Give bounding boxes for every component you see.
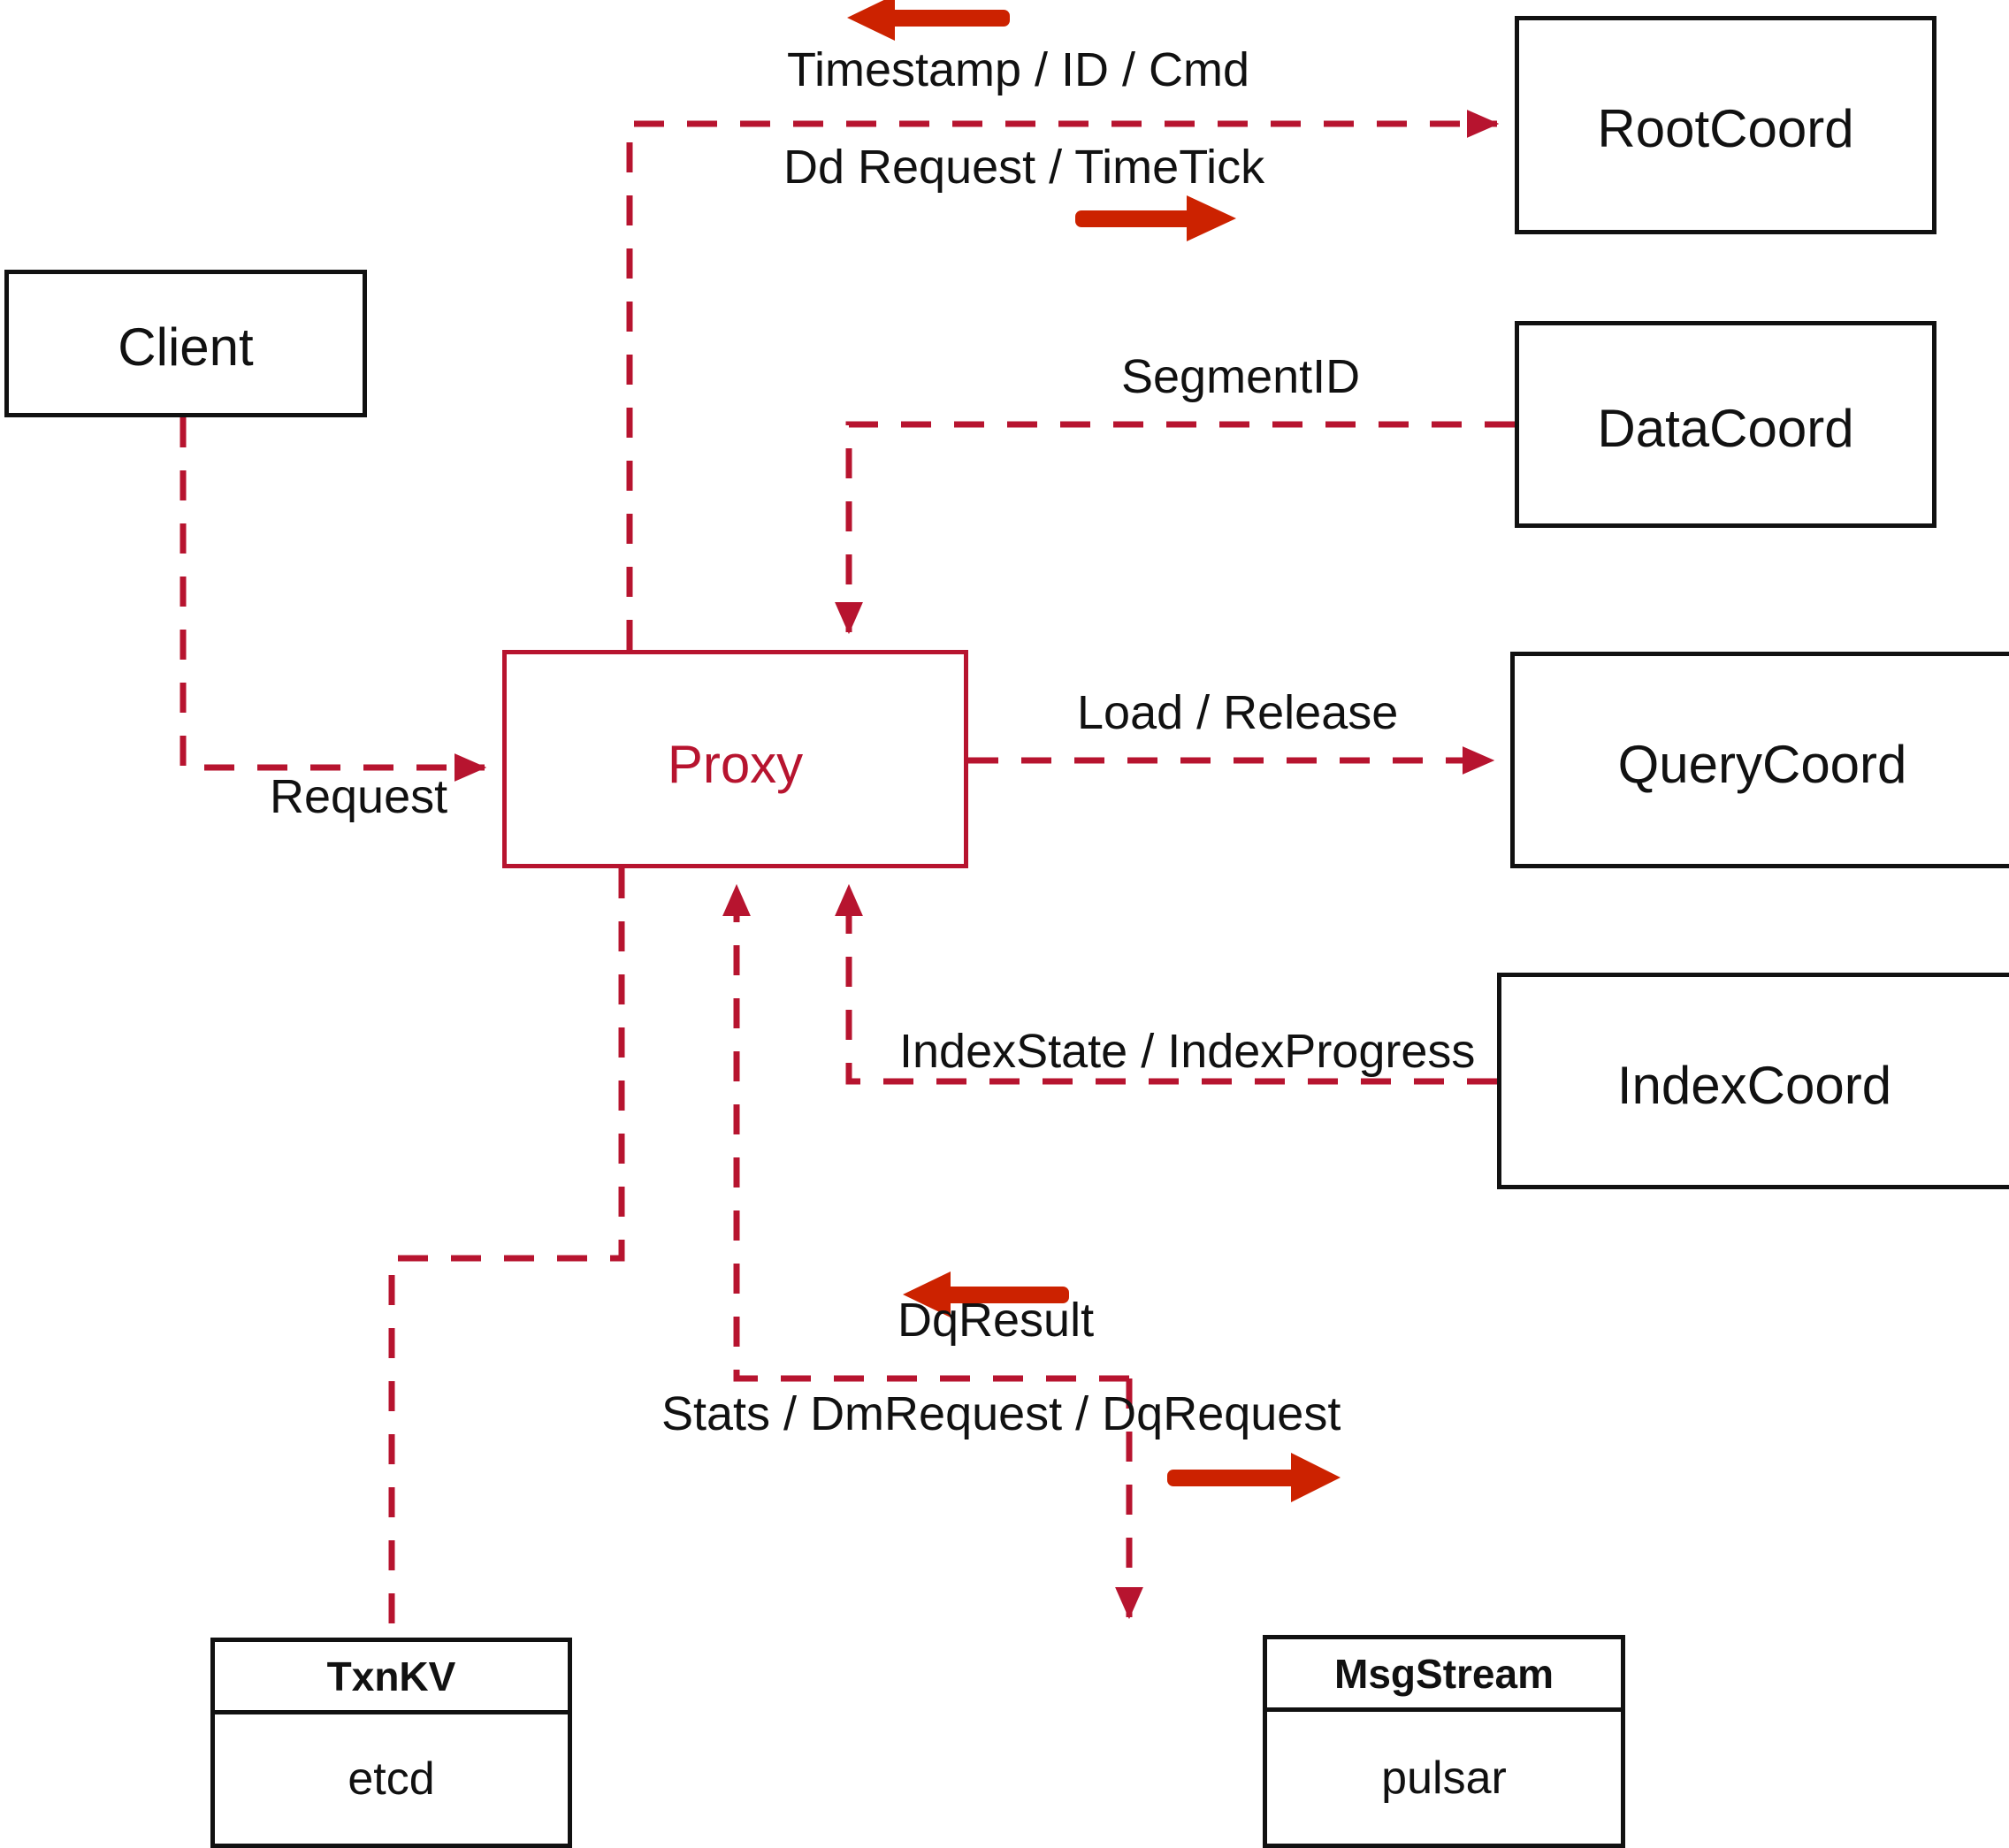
direction-arrow-stats-dm-dq bbox=[1167, 1453, 1341, 1502]
edge-client-to-proxy bbox=[180, 417, 487, 783]
edge-proxy-to-txnkv bbox=[388, 868, 625, 1638]
direction-arrow-dqresult bbox=[903, 1271, 1069, 1317]
node-proxy-label: Proxy bbox=[667, 735, 804, 794]
node-client-label: Client bbox=[118, 317, 254, 377]
node-txnkv-header: TxnKV bbox=[215, 1642, 568, 1714]
edge-label-dd-request-timetick: Dd Request / TimeTick bbox=[783, 141, 1265, 194]
node-querycoord[interactable]: QueryCoord bbox=[1510, 652, 2009, 868]
node-datacoord[interactable]: DataCoord bbox=[1515, 321, 1936, 528]
edge-label-timestamp-id-cmd: Timestamp / ID / Cmd bbox=[787, 43, 1250, 96]
node-txnkv-body: etcd bbox=[348, 1753, 435, 1805]
node-client[interactable]: Client bbox=[4, 270, 367, 417]
edge-label-dqresult: DqResult bbox=[898, 1294, 1095, 1347]
node-querycoord-label: QueryCoord bbox=[1617, 735, 1907, 794]
edge-proxy-to-rootcoord bbox=[626, 109, 1500, 650]
edge-datacoord-to-proxy bbox=[834, 421, 1515, 635]
node-indexcoord[interactable]: IndexCoord bbox=[1497, 973, 2009, 1189]
direction-arrow-dd-request-timetick bbox=[1075, 195, 1236, 241]
edge-label-load-release: Load / Release bbox=[1077, 686, 1399, 739]
edge-indexcoord-to-proxy bbox=[834, 883, 1497, 1085]
node-msgstream-header: MsgStream bbox=[1267, 1639, 1621, 1712]
edge-label-request: Request bbox=[270, 770, 448, 823]
node-msgstream[interactable]: MsgStream pulsar bbox=[1263, 1635, 1625, 1848]
node-datacoord-label: DataCoord bbox=[1597, 399, 1854, 458]
node-rootcoord[interactable]: RootCoord bbox=[1515, 16, 1936, 234]
edge-label-stats-dm-dq: Stats / DmRequest / DqRequest bbox=[661, 1387, 1341, 1440]
node-proxy[interactable]: Proxy bbox=[502, 650, 968, 868]
node-txnkv[interactable]: TxnKV etcd bbox=[210, 1638, 572, 1848]
direction-arrow-timestamp-id-cmd bbox=[847, 0, 1010, 41]
node-indexcoord-label: IndexCoord bbox=[1616, 1056, 1892, 1115]
node-msgstream-body: pulsar bbox=[1381, 1752, 1507, 1804]
node-rootcoord-label: RootCoord bbox=[1597, 99, 1854, 158]
edge-msgstream-to-proxy bbox=[722, 883, 1129, 1382]
edge-label-indexstate-progress: IndexState / IndexProgress bbox=[899, 1025, 1476, 1078]
edge-label-segmentid: SegmentID bbox=[1121, 350, 1361, 403]
